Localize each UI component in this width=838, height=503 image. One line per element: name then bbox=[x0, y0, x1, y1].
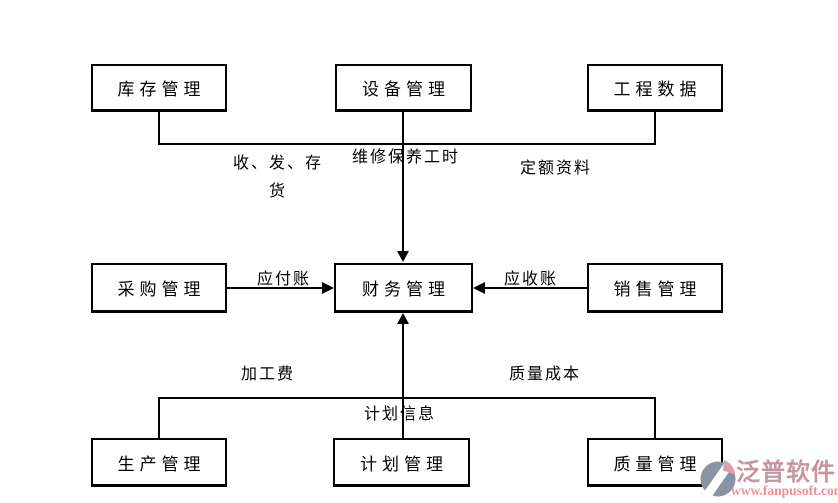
connector-planning-to-finance bbox=[402, 324, 404, 438]
fanpu-watermark: 泛普软件 www.fanpusoft.com bbox=[700, 452, 838, 502]
node-label: 财务管理 bbox=[362, 280, 450, 299]
node-label: 生产管理 bbox=[117, 454, 206, 474]
node-label: 采购管理 bbox=[117, 280, 206, 299]
node-quality-management: 质量管理 bbox=[587, 438, 723, 487]
connector-inventory-down bbox=[158, 112, 160, 145]
node-procurement-management: 采购管理 bbox=[91, 263, 227, 313]
fanpu-logo-icon bbox=[700, 454, 737, 498]
node-equipment-management: 设备管理 bbox=[335, 64, 472, 112]
edge-label-quality-cost: 质量成本 bbox=[508, 366, 582, 383]
connector-sales-to-finance bbox=[485, 287, 587, 289]
node-label: 质量管理 bbox=[613, 454, 702, 474]
edge-label-accounts-receivable: 应收账 bbox=[503, 271, 559, 288]
edge-label-receipt-issue-stock: 收、发、存货 bbox=[232, 155, 323, 200]
arrowhead-into-finance-bottom bbox=[397, 313, 409, 324]
connector-bottom-bus bbox=[158, 397, 656, 399]
node-planning-management: 计划管理 bbox=[333, 438, 470, 487]
connector-top-bus bbox=[158, 143, 656, 145]
arrowhead-into-finance-top bbox=[397, 251, 409, 262]
connector-equipment-to-finance bbox=[402, 112, 404, 252]
connector-engineering-down bbox=[654, 112, 656, 145]
edge-label-maintenance-hours: 维修保养工时 bbox=[351, 149, 461, 166]
arrowhead-into-finance-left bbox=[322, 282, 334, 294]
node-label: 设备管理 bbox=[362, 80, 450, 99]
connector-procurement-to-finance bbox=[227, 287, 323, 289]
arrowhead-into-finance-right bbox=[473, 282, 485, 294]
node-label: 销售管理 bbox=[613, 280, 702, 299]
connector-quality-up bbox=[654, 397, 656, 439]
brand-name: 泛普软件 bbox=[736, 460, 836, 486]
edge-label-plan-info: 计划信息 bbox=[363, 406, 437, 423]
edge-label-accounts-payable: 应付账 bbox=[256, 271, 312, 288]
node-label: 工程数据 bbox=[613, 80, 702, 99]
node-sales-management: 销售管理 bbox=[587, 263, 723, 313]
node-label: 库存管理 bbox=[117, 80, 206, 99]
node-production-management: 生产管理 bbox=[91, 438, 227, 487]
edge-label-processing-fee: 加工费 bbox=[240, 366, 296, 383]
edge-label-quota-data: 定额资料 bbox=[519, 160, 593, 177]
node-label: 计划管理 bbox=[360, 454, 448, 474]
brand-url: www.fanpusoft.com bbox=[731, 483, 838, 498]
node-finance-management: 财务管理 bbox=[334, 263, 473, 313]
connector-production-up bbox=[158, 397, 160, 439]
node-engineering-data: 工程数据 bbox=[587, 64, 723, 112]
node-inventory-management: 库存管理 bbox=[91, 64, 227, 112]
